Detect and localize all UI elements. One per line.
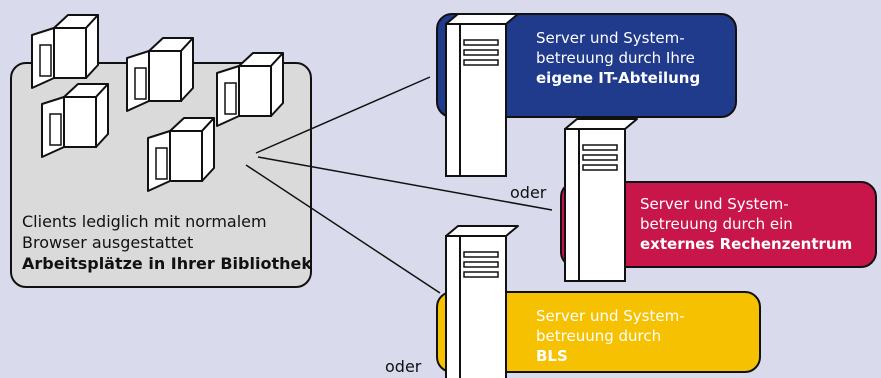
bls-line-1: Server und System- [536,307,685,325]
it-line-2: betreuung durch Ihre [536,49,695,67]
oder-label: oder [510,183,547,202]
monitor-icon [147,117,215,192]
connector-line-external [257,156,553,211]
clients-line-2: Browser ausgestattet [22,233,194,252]
it-line-1: Server und System- [536,29,685,47]
connector-line-bls [245,164,441,294]
oder-label: oder [385,357,422,376]
it-department-label: Server und System- betreuung durch Ihre … [536,28,700,88]
bls-label: Server und System- betreuung durch BLS [536,306,685,366]
external-line-3: externes Rechenzentrum [640,235,853,253]
clients-line-1: Clients lediglich mit normalem [22,212,267,231]
clients-line-3: Arbeitsplätze in Ihrer Bibliothek [22,254,312,273]
monitor-icon [216,52,284,127]
clients-label: Clients lediglich mit normalem Browser a… [22,211,312,274]
monitor-icon [126,37,194,112]
monitor-icon [41,83,109,158]
server-tower-icon [445,225,519,378]
server-tower-icon [564,118,638,282]
bls-line-3: BLS [536,347,568,365]
external-line-2: betreuung durch ein [640,215,793,233]
external-datacenter-label: Server und System- betreuung durch ein e… [640,194,852,254]
connector-line-it [255,76,431,154]
bls-line-2: betreuung durch [536,327,662,345]
server-tower-icon [445,13,519,177]
external-line-1: Server und System- [640,195,789,213]
monitor-icon [31,14,99,89]
it-line-3: eigene IT-Abteilung [536,69,701,87]
